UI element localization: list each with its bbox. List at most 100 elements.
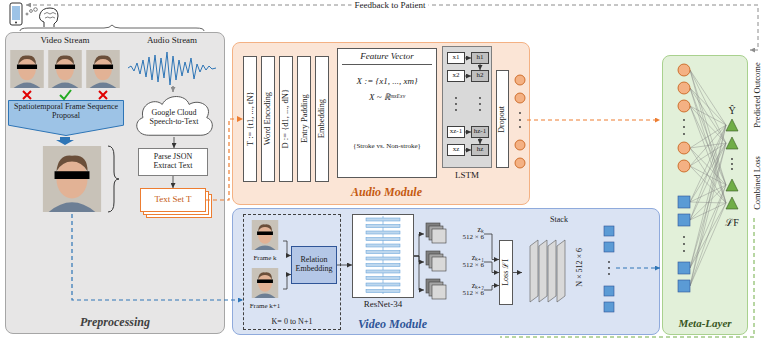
module-panel: Video ModuleK= 0 to N+1Frame kFrame k+1R… xyxy=(232,208,660,335)
connector-arrow xyxy=(174,137,175,148)
node-text: hz xyxy=(477,146,484,154)
meta-network-part xyxy=(683,236,685,238)
lstm-ellipsis-part xyxy=(479,109,481,111)
hidden-cell: hz-1 xyxy=(471,126,489,138)
phone-icon-part xyxy=(12,6,20,20)
cloud-shape xyxy=(137,97,213,136)
lstm-ellipsis-part xyxy=(479,103,481,105)
meta-network-part xyxy=(683,119,685,121)
node-text: 512 × 6 xyxy=(463,262,484,269)
process-box: Entry Padding xyxy=(297,56,311,182)
node-text: {Stroke vs. Non-stroke} xyxy=(353,143,421,151)
process-box: D := {d1, ..., dN} xyxy=(279,56,293,182)
video-output-units-part xyxy=(604,242,614,252)
connector-arrow xyxy=(414,256,424,290)
audio-output-neurons-part xyxy=(519,112,521,114)
audio-output-neurons-part xyxy=(519,119,521,121)
proposal-arrow-part xyxy=(56,137,74,145)
meta-network-part xyxy=(683,126,685,128)
meta-network-part xyxy=(678,280,690,292)
cropped-face-part xyxy=(43,146,101,212)
node-text: hz-1 xyxy=(474,128,486,136)
proposal-arrow xyxy=(56,137,74,145)
video-frames-part xyxy=(48,50,82,88)
node-text: LSTM xyxy=(455,171,479,181)
hidden-cell: h1 xyxy=(471,52,489,64)
node-text: Frame k+1 xyxy=(250,303,281,311)
stream-label: Audio Stream xyxy=(147,36,197,46)
resnet-layers-part xyxy=(366,225,400,228)
stacked-maps-part xyxy=(530,240,538,302)
audio-output-neurons-part xyxy=(515,140,525,150)
connector-arrow xyxy=(484,286,499,291)
connector-arrow xyxy=(465,58,471,59)
hidden-cell: hz xyxy=(471,144,489,156)
resnet-layers-part xyxy=(366,251,400,254)
node-text: Feature Vector xyxy=(342,52,432,65)
audio-output-neurons-part xyxy=(515,158,525,168)
meta-network-part xyxy=(726,119,738,131)
audio-output-neurons-part xyxy=(527,120,660,121)
connector-arrow xyxy=(480,138,481,144)
meta-network-part xyxy=(731,163,733,165)
audio-output-neurons-part xyxy=(515,93,525,103)
node-text: zₖ₊₂ xyxy=(472,282,484,290)
node-text: Word Encoding xyxy=(263,92,272,145)
connector-arrow xyxy=(484,262,499,273)
dropout-layer: Dropout xyxy=(496,70,509,168)
audio-waveform-part xyxy=(173,86,174,92)
feature-map-blocks-part xyxy=(432,257,446,271)
process-box: Embedding xyxy=(315,56,329,182)
lstm-ellipsis-part xyxy=(455,109,457,111)
input-cell: x2 xyxy=(447,70,465,82)
node-text: Embedding xyxy=(317,99,326,138)
node-text: Text Set T xyxy=(154,195,191,205)
resnet-layers xyxy=(366,216,400,294)
node-text: Parse JSON Extract Text xyxy=(147,153,199,171)
lstm-ellipsis-part xyxy=(455,97,457,99)
feature-map-blocks-part xyxy=(432,229,446,243)
meta-network-part xyxy=(678,64,690,76)
video-output-units-part xyxy=(604,302,614,312)
meta-network-part xyxy=(678,160,690,172)
node-text: Preprocessing xyxy=(80,316,150,329)
process-box: T := {t1, ..., tN} xyxy=(243,56,257,182)
stream-brace xyxy=(20,25,204,31)
node-text: T := {t1, ..., tN} xyxy=(245,92,254,147)
feature-map-blocks xyxy=(426,223,446,299)
meta-network-part xyxy=(678,142,690,154)
cloud-service: Google Cloud Speech-to-Text xyxy=(132,93,216,137)
video-output-units-part xyxy=(616,268,660,269)
cropped-face xyxy=(43,146,119,212)
connector-arrow xyxy=(173,176,174,188)
meta-network-part xyxy=(678,214,690,226)
feature-box: Feature VectorX := {x1, ..., xm}X ~ ℝᵐˣᴱ… xyxy=(337,48,437,178)
node-text: X := {x1, ..., xm} xyxy=(356,77,417,87)
video-frames-part xyxy=(60,90,71,99)
resnet-layers-part xyxy=(366,231,400,234)
resnet-layers-part xyxy=(366,218,400,221)
node-text: Spatiotemporal Frame Sequence Proposal xyxy=(14,103,118,121)
node-text: Frame k xyxy=(253,255,276,263)
connector-arrow xyxy=(283,275,291,290)
connector-arrow xyxy=(337,265,352,266)
node-text: ResNet-34 xyxy=(364,300,403,310)
meta-network-part xyxy=(678,82,690,94)
meta-network-part xyxy=(678,196,690,208)
node-text: xz xyxy=(453,146,460,154)
resnet-layers-part xyxy=(366,283,400,286)
frame-images-part xyxy=(252,268,278,298)
meta-network-part xyxy=(683,243,685,245)
stream-brace-part xyxy=(20,25,204,31)
connector-arrow xyxy=(480,64,481,70)
audio-output-neurons-part xyxy=(519,126,521,128)
node-text: zₖ₊₁ xyxy=(472,254,484,262)
meta-network-part xyxy=(678,262,690,274)
node-text: Loss ℒI xyxy=(502,259,511,286)
node-text: D := {d1, ..., dN} xyxy=(281,89,290,148)
video-frames-part xyxy=(99,91,107,99)
meta-network-part xyxy=(731,158,733,160)
node-text: Audio Module xyxy=(351,186,422,199)
